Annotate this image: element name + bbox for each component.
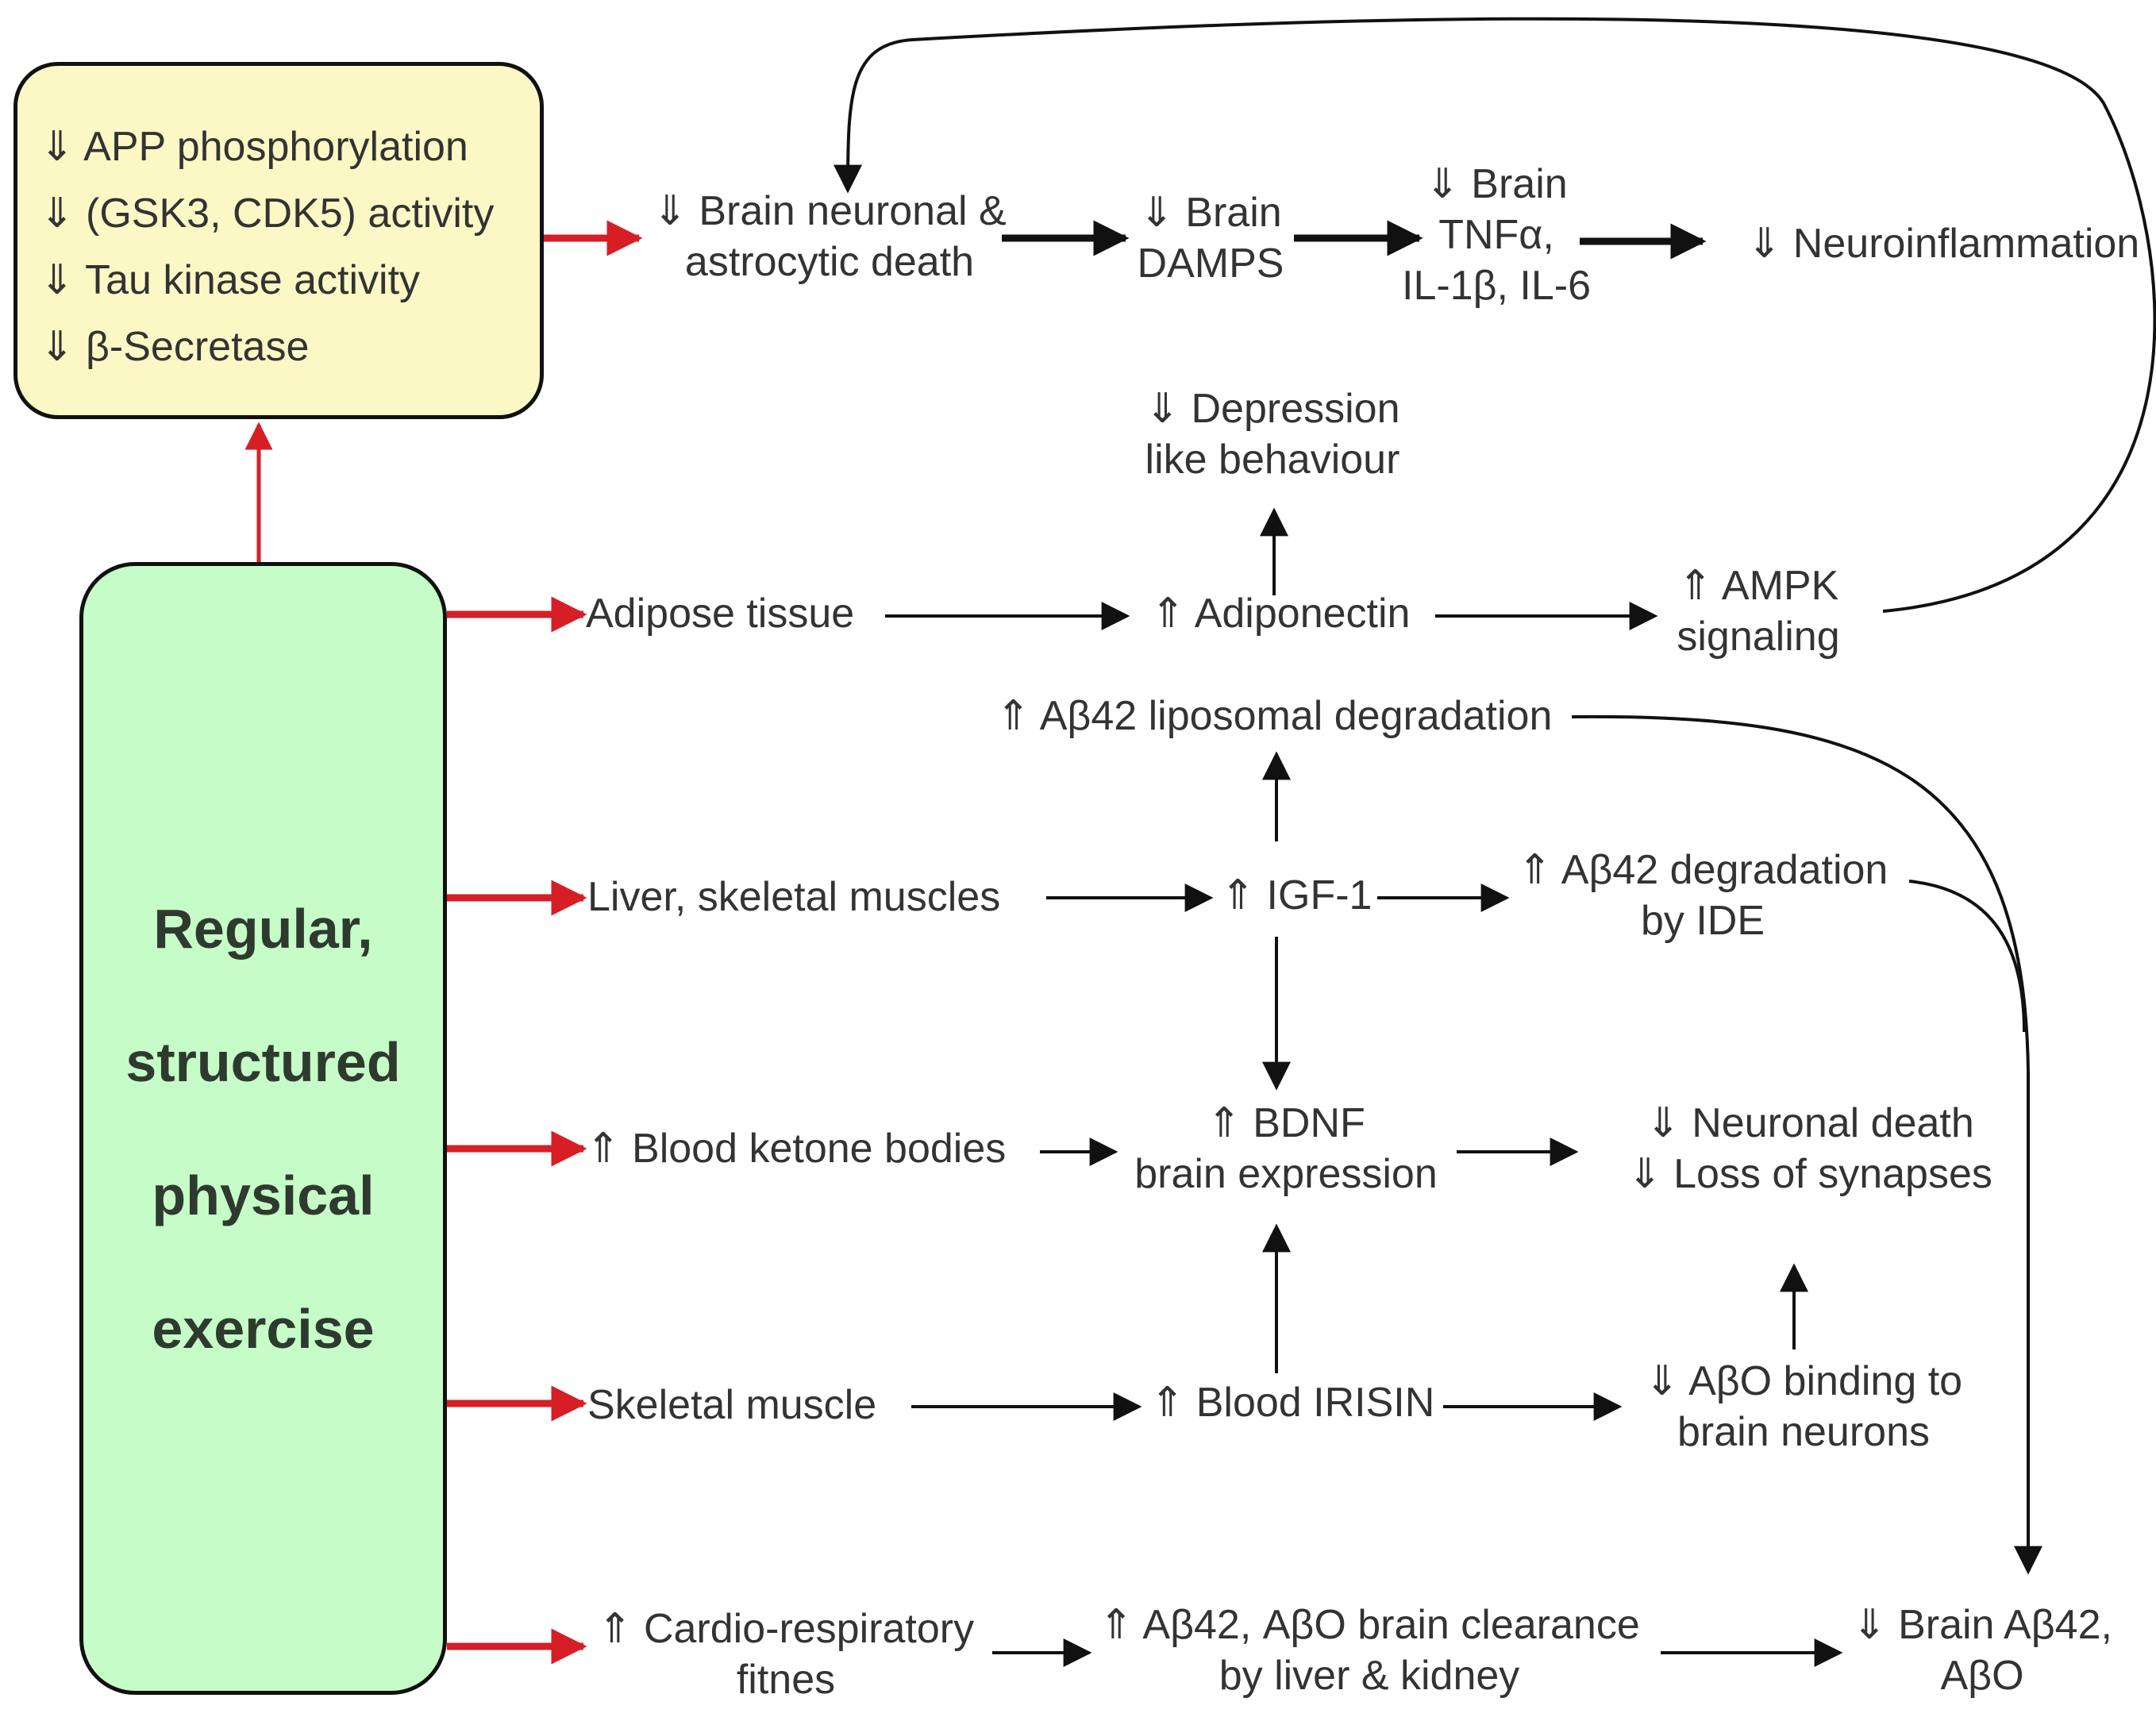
node-cytokines-line2: TNFα,	[1438, 212, 1554, 258]
node-clearance-line1: ⇑ Aβ42, AβO brain clearance	[1099, 1602, 1640, 1648]
node-skeletal-muscle: Skeletal muscle	[587, 1382, 877, 1428]
exercise-line-4: exercise	[152, 1297, 375, 1360]
node-brain-death-line1: ⇓ Brain neuronal &	[653, 188, 1007, 234]
node-depression-line2: like behaviour	[1145, 437, 1400, 483]
node-neuroinflammation: ⇓ Neuroinflammation	[1746, 221, 2140, 267]
node-cardio-line2: fitnes	[736, 1657, 836, 1703]
node-brain-death: ⇓ Brain neuronal & astrocytic death	[653, 186, 1006, 287]
node-cytokines-line1: ⇓ Brain	[1425, 161, 1568, 207]
exercise-line-1: Regular,	[153, 897, 373, 960]
molecular-effects-box: ⇓ APP phosphorylation ⇓ (GSK3, CDK5) act…	[13, 62, 544, 419]
node-ide-line2: by IDE	[1640, 898, 1765, 944]
node-liver-muscles: Liver, skeletal muscles	[587, 874, 1001, 920]
node-abo-binding-line1: ⇓ AβO binding to	[1644, 1358, 1963, 1404]
exercise-box: Regular, structured physical exercise	[79, 562, 447, 1695]
arrow-liposomal-to-brain-ab	[1571, 714, 2042, 1575]
node-damps-line2: DAMPS	[1137, 241, 1284, 287]
node-adiponectin: ⇑ Adiponectin	[1150, 591, 1411, 637]
arrow-ampk-to-brain-death	[834, 17, 2156, 613]
node-brain-abeta-line2: AβO	[1940, 1653, 2024, 1699]
effect-gsk3-cdk5-activity: ⇓ (GSK3, CDK5) activity	[40, 191, 495, 237]
node-adipose: Adipose tissue	[586, 591, 855, 637]
node-ampk: ⇑ AMPK signaling	[1677, 560, 1839, 662]
node-brain-abeta: ⇓ Brain Aβ42, AβO	[1852, 1600, 2112, 1701]
node-abo-binding: ⇓ AβO binding to brain neurons	[1645, 1356, 1962, 1457]
node-cytokines: ⇓ Brain TNFα, IL-1β, IL-6	[1402, 159, 1591, 311]
arrow-ide-to-brain-ab	[1908, 880, 2026, 1033]
node-bdnf-line1: ⇑ BDNF	[1207, 1100, 1365, 1146]
node-neuronal-death-line2: ⇓ Loss of synapses	[1627, 1151, 1992, 1197]
node-brain-abeta-line1: ⇓ Brain Aβ42,	[1852, 1602, 2112, 1648]
node-liposomal-degradation: ⇑ Aβ42 liposomal degradation	[995, 693, 1553, 739]
node-cardio-line1: ⇑ Cardio-respiratory	[597, 1606, 975, 1652]
node-abo-binding-line2: brain neurons	[1677, 1409, 1930, 1455]
node-brain-death-line2: astrocytic death	[684, 239, 975, 285]
node-depression-line1: ⇓ Depression	[1145, 386, 1400, 432]
node-neuronal-death-line1: ⇓ Neuronal death	[1646, 1100, 1974, 1146]
node-bdnf: ⇑ BDNF brain expression	[1134, 1098, 1438, 1199]
node-clearance-line2: by liver & kidney	[1219, 1653, 1520, 1699]
node-ketone-bodies: ⇑ Blood ketone bodies	[586, 1126, 1007, 1172]
node-damps-line1: ⇓ Brain	[1139, 190, 1282, 236]
node-damps: ⇓ Brain DAMPS	[1138, 187, 1284, 289]
node-igf1: ⇑ IGF-1	[1220, 872, 1373, 918]
effect-app-phosphorylation: ⇓ APP phosphorylation	[40, 124, 468, 170]
node-depression: ⇓ Depression like behaviour	[1145, 383, 1399, 485]
exercise-line-2: structured	[125, 1030, 401, 1093]
node-ampk-line2: signaling	[1677, 614, 1840, 660]
node-ide: ⇑ Aβ42 degradation by IDE	[1518, 845, 1888, 946]
node-irisin: ⇑ Blood IRISIN	[1149, 1380, 1435, 1426]
effect-beta-secretase: ⇓ β-Secretase	[40, 324, 310, 370]
exercise-line-3: physical	[152, 1164, 375, 1226]
effect-tau-kinase: ⇓ Tau kinase activity	[40, 257, 421, 303]
node-brain-clearance: ⇑ Aβ42, AβO brain clearance by liver & k…	[1099, 1600, 1640, 1701]
node-bdnf-line2: brain expression	[1134, 1151, 1438, 1197]
exercise-title: Regular, structured physical exercise	[83, 566, 443, 1691]
node-cytokines-line3: IL-1β, IL-6	[1401, 263, 1592, 309]
node-ide-line1: ⇑ Aβ42 degradation	[1517, 847, 1888, 893]
node-ampk-line1: ⇑ AMPK	[1677, 563, 1839, 609]
node-cardio-fitness: ⇑ Cardio-respiratory fitnes	[598, 1604, 974, 1705]
node-neuronal-death: ⇓ Neuronal death ⇓ Loss of synapses	[1627, 1098, 1992, 1199]
